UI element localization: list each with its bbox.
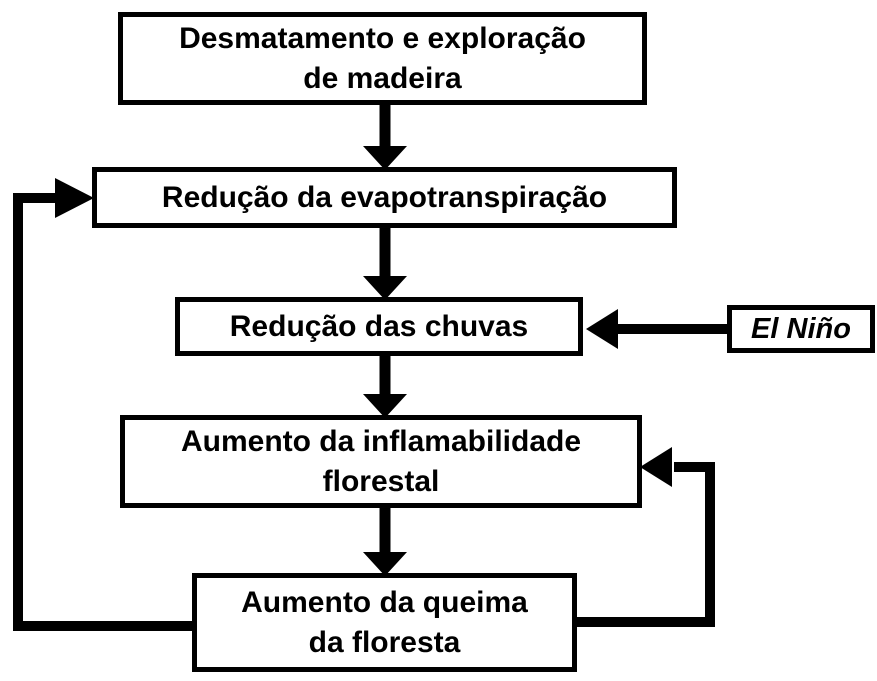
- arrow-chuvas-to-inflamabilidade: [363, 354, 407, 418]
- node-queima-line2: da floresta: [308, 625, 461, 659]
- node-desmatamento-line2: de madeira: [303, 61, 462, 95]
- node-evapotranspiracao: Redução da evapotranspiração: [92, 167, 677, 228]
- node-desmatamento: Desmatamento e exploração de madeira: [118, 12, 647, 105]
- node-el-nino-line1: El Niño: [751, 313, 851, 345]
- arrow-evapotranspiracao-to-chuvas: [363, 226, 407, 300]
- node-chuvas-line1: Redução das chuvas: [229, 309, 529, 343]
- node-evapotranspiracao-line1: Redução da evapotranspiração: [161, 180, 608, 214]
- node-chuvas: Redução das chuvas: [175, 297, 583, 356]
- node-inflamabilidade-line2: florestal: [322, 464, 440, 498]
- feedback-loop-queima-to-evapotranspiracao: [13, 178, 195, 631]
- node-inflamabilidade-line1: Aumento da inflamabilidade: [180, 424, 582, 458]
- arrow-desmatamento-to-evapotranspiracao: [363, 103, 407, 170]
- node-el-nino: El Niño: [727, 305, 875, 353]
- arrow-el-nino-to-chuvas: [586, 309, 729, 349]
- node-queima-line1: Aumento da queima: [241, 585, 528, 619]
- node-queima: Aumento da queima da floresta: [192, 573, 577, 672]
- arrow-inflamabilidade-to-queima: [363, 506, 407, 576]
- node-inflamabilidade: Aumento da inflamabilidade florestal: [120, 415, 642, 508]
- feedback-loop-queima-to-inflamabilidade: [574, 447, 715, 627]
- node-desmatamento-line1: Desmatamento e exploração: [179, 21, 586, 55]
